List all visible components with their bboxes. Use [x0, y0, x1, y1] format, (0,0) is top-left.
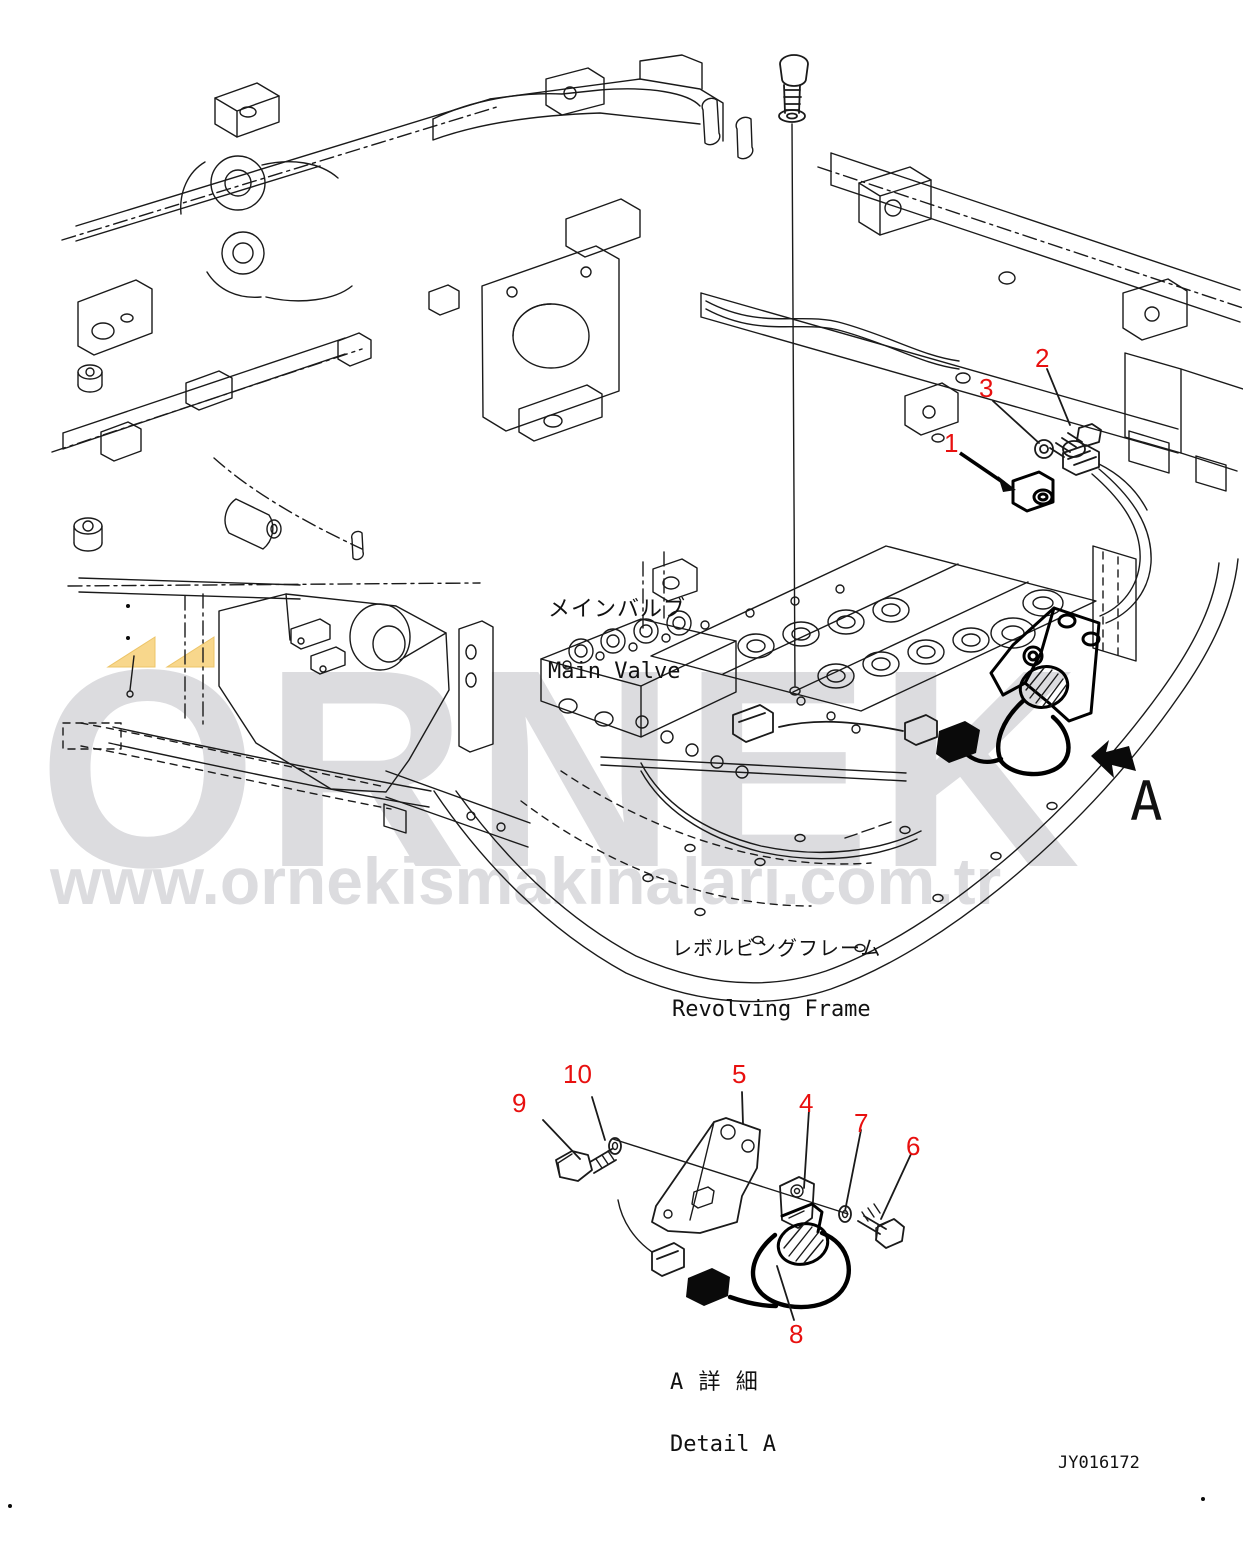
washer-part-3 [1034, 439, 1054, 459]
callout-8: 8 [789, 1319, 804, 1349]
detail-a-label: A 詳 細 Detail A [670, 1333, 776, 1494]
callout-10: 10 [563, 1059, 592, 1089]
callout-leader-lines [959, 368, 1071, 492]
detail-a-drawing [542, 1091, 912, 1321]
bracket-part-4 [779, 1176, 815, 1229]
callout-7: 7 [854, 1108, 869, 1138]
revolving-frame-label-en: Revolving Frame [672, 996, 871, 1022]
bracket-part-5 [651, 1117, 761, 1234]
bolt-part-6 [857, 1203, 905, 1249]
callout-2: 2 [1035, 343, 1050, 373]
callout-5: 5 [732, 1059, 747, 1089]
view-direction-arrow-icon [1091, 740, 1136, 778]
drawing-number: JY016172 [1058, 1453, 1140, 1473]
watermark-url: www.ornekismakinalari.com.tr [50, 844, 1002, 918]
scan-dot [1201, 1497, 1205, 1501]
cable-connector-icon [936, 721, 980, 763]
revolving-frame-drawing [433, 558, 1239, 1003]
revolving-frame-label: レボルビングフレーム Revolving Frame [672, 900, 881, 1059]
view-a-letter: A [1130, 770, 1163, 833]
bolt-part-9 [555, 1148, 617, 1182]
warning-triangle-icon [106, 636, 215, 668]
callout-3: 3 [979, 373, 994, 403]
main-drawing [51, 54, 1243, 1003]
detail-a-label-en: Detail A [670, 1431, 776, 1457]
revolving-frame-label-jp: レボルビングフレーム [672, 935, 882, 960]
washer-part-10 [608, 1137, 622, 1155]
solenoid-part-8 [617, 1199, 852, 1310]
actuator-assembly-drawing [732, 606, 1101, 777]
mounting-bolt [778, 54, 809, 696]
scan-dot [8, 1504, 12, 1508]
detail-a-label-jp: A 詳 細 [670, 1369, 759, 1395]
clamp-part-1 [1011, 470, 1055, 513]
watermark-brand: ORNEK [38, 611, 1087, 926]
callout-1: 1 [944, 428, 959, 458]
main-valve-drawing [540, 545, 1137, 860]
callout-9: 9 [512, 1088, 527, 1118]
callout-6: 6 [906, 1131, 921, 1161]
callout-4: 4 [799, 1088, 814, 1118]
main-valve-label-en: Main Valve [548, 658, 681, 684]
callout-leader-lines-detail [542, 1091, 912, 1321]
cable-connector-icon [686, 1268, 730, 1306]
main-valve-label-jp: メインバルブ [548, 596, 687, 622]
main-valve-label: メインバルブ Main Valve [548, 560, 686, 721]
